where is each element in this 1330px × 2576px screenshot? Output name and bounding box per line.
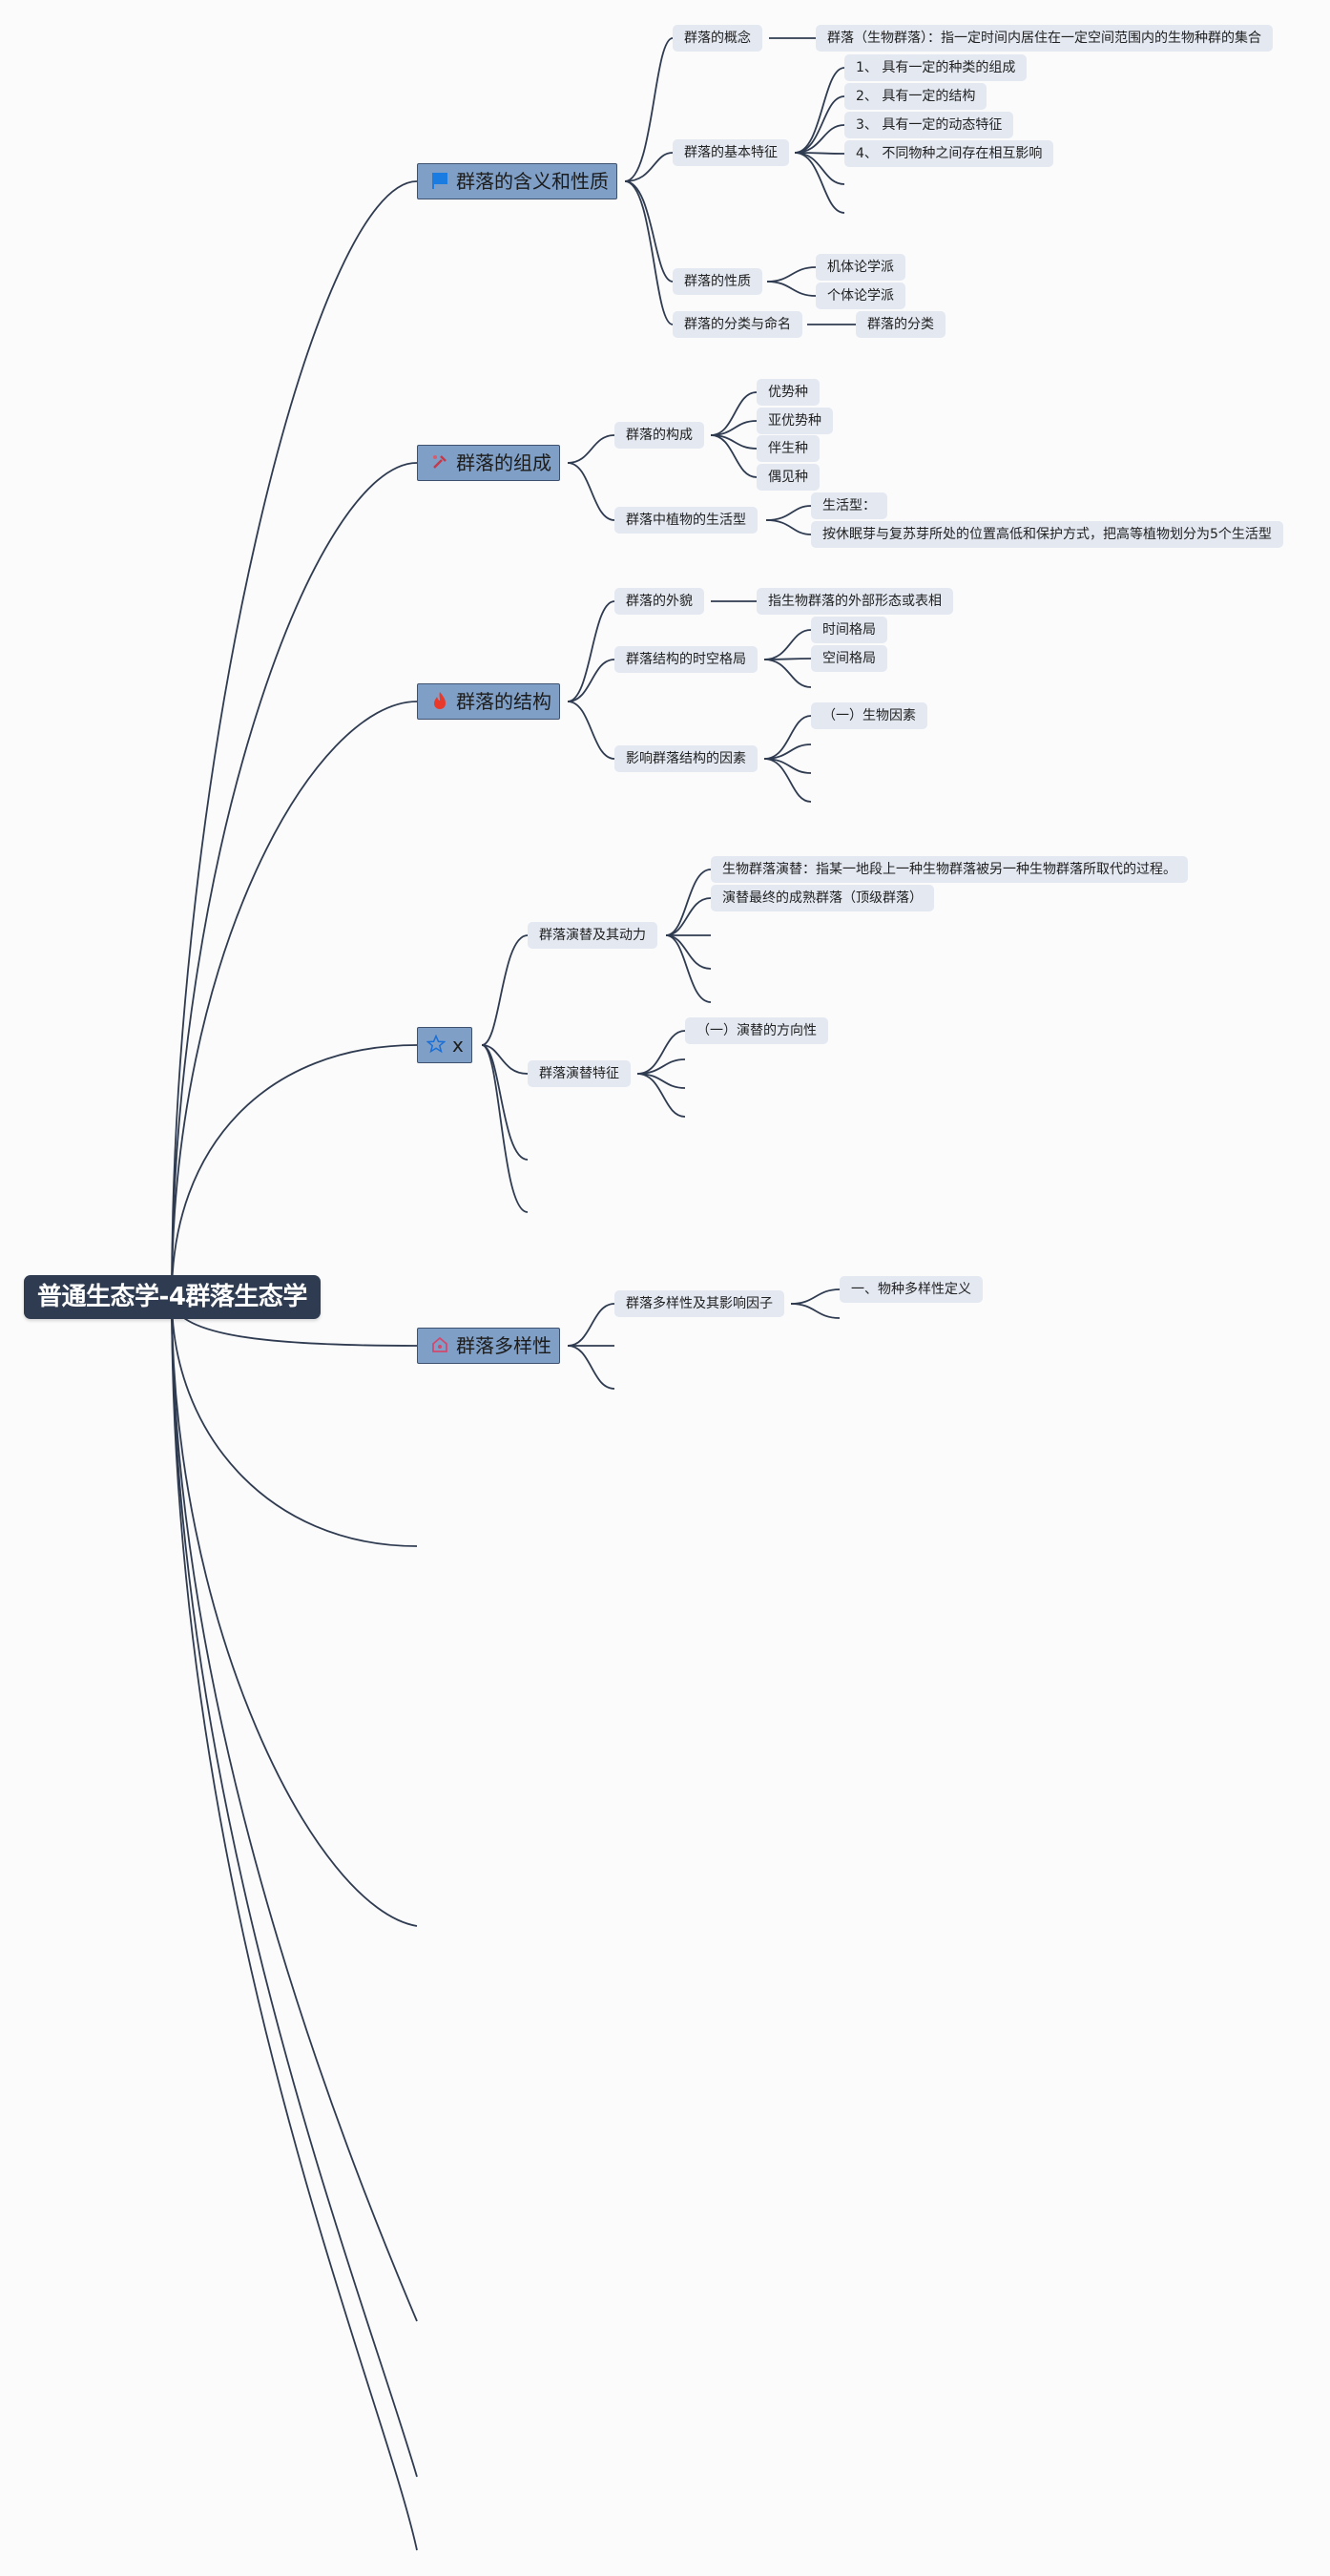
feature-item-1[interactable]: 1、 具有一定的种类的组成: [844, 54, 1028, 81]
species-dominant[interactable]: 优势种: [757, 379, 820, 406]
root-topic[interactable]: 普通生态学-4群落生态学: [24, 1275, 321, 1319]
life-form-title[interactable]: 生活型：: [811, 492, 887, 519]
species-occasional[interactable]: 偶见种: [757, 464, 820, 491]
edge-root-b3: [171, 701, 418, 1298]
edge-root-e9: [171, 1296, 418, 2478]
subtopic-community-definition[interactable]: 群落（生物群落）：指一定时间内居住在一定空间范围内的生物种群的集合: [816, 25, 1273, 52]
subtopic-community-nature[interactable]: 群落的性质: [673, 268, 762, 295]
subtopic-community-makeup[interactable]: 群落的构成: [614, 422, 704, 449]
subtopic-community-concept[interactable]: 群落的概念: [673, 25, 762, 52]
edge-root-e6: [171, 1296, 418, 1547]
subtopic-diversity-factors[interactable]: 群落多样性及其影响因子: [614, 1290, 784, 1317]
subtopic-succession-dynamics[interactable]: 群落演替及其动力: [528, 922, 657, 949]
factor-biotic[interactable]: （一）生物因素: [811, 702, 927, 729]
edge-root-b1: [171, 180, 418, 1298]
star-icon: [426, 1034, 447, 1057]
edge-root-b2: [171, 462, 418, 1298]
succession-climax[interactable]: 演替最终的成熟群落（顶级群落）: [711, 885, 934, 911]
edge-root-e7: [171, 1296, 418, 1927]
diversity-definition[interactable]: 一、物种多样性定义: [840, 1276, 983, 1303]
branch-composition[interactable]: 群落的组成: [417, 445, 560, 481]
branch-meaning-and-nature[interactable]: 群落的含义和性质: [417, 163, 617, 199]
home-icon: [429, 1335, 450, 1357]
species-subdominant[interactable]: 亚优势种: [757, 408, 833, 434]
pattern-spatial[interactable]: 空间格局: [811, 645, 887, 672]
nature-item-organismic[interactable]: 机体论学派: [816, 254, 905, 281]
pattern-temporal[interactable]: 时间格局: [811, 617, 887, 643]
life-form-description[interactable]: 按休眠芽与复苏芽所处的位置高低和保护方式，把高等植物划分为5个生活型: [811, 521, 1283, 548]
succession-directionality[interactable]: （一）演替的方向性: [685, 1017, 828, 1044]
subtopic-spatiotemporal-pattern[interactable]: 群落结构的时空格局: [614, 646, 758, 673]
subtopic-appearance[interactable]: 群落的外貌: [614, 588, 704, 615]
subtopic-structure-factors[interactable]: 影响群落结构的因素: [614, 745, 758, 772]
tools-icon: [429, 452, 450, 474]
subtopic-classification[interactable]: 群落的分类: [856, 311, 946, 338]
appearance-definition[interactable]: 指生物群落的外部形态或表相: [757, 588, 953, 615]
feature-item-2[interactable]: 2、 具有一定的结构: [844, 83, 987, 110]
edge-root-e8: [171, 1296, 418, 2322]
feature-item-4[interactable]: 4、 不同物种之间存在相互影响: [844, 140, 1054, 167]
branch-structure[interactable]: 群落的结构: [417, 683, 560, 720]
branch-diversity[interactable]: 群落多样性: [417, 1328, 560, 1364]
branch-x[interactable]: x: [417, 1027, 472, 1063]
edge-root-e10: [171, 1296, 418, 2551]
blue-flag-icon: [429, 171, 450, 193]
subtopic-life-form[interactable]: 群落中植物的生活型: [614, 507, 758, 534]
subtopic-classification-naming[interactable]: 群落的分类与命名: [673, 311, 802, 338]
subtopic-succession-features[interactable]: 群落演替特征: [528, 1060, 631, 1087]
subtopic-basic-features[interactable]: 群落的基本特征: [673, 139, 789, 166]
species-companion[interactable]: 伴生种: [757, 435, 820, 462]
succession-definition[interactable]: 生物群落演替：指某一地段上一种生物群落被另一种生物群落所取代的过程。: [711, 856, 1188, 883]
feature-item-3[interactable]: 3、 具有一定的动态特征: [844, 112, 1014, 138]
fire-icon: [429, 691, 450, 713]
nature-item-individualistic[interactable]: 个体论学派: [816, 283, 905, 309]
edge-root-b4: [171, 1044, 418, 1298]
